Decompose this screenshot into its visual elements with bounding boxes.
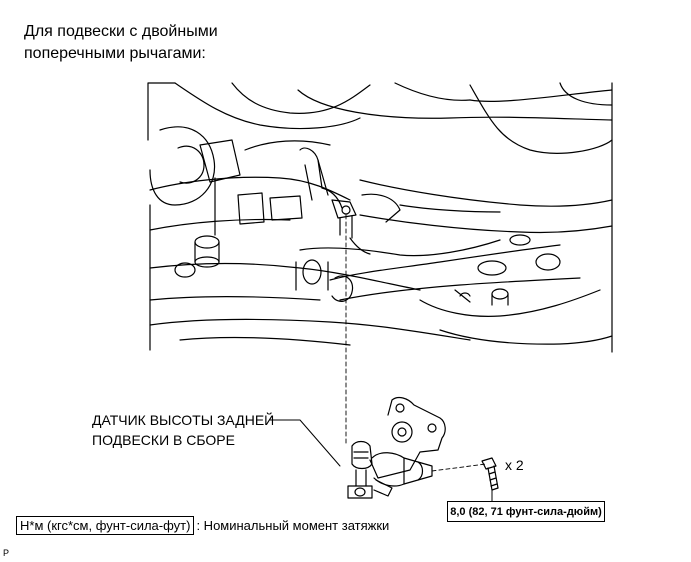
sensor-callout-label: ДАТЧИК ВЫСОТЫ ЗАДНЕЙ ПОДВЕСКИ В СБОРЕ — [92, 410, 274, 450]
installed-sensor-link — [299, 147, 471, 303]
torque-legend: Н*м (кгс*см, фунт-сила-фут) : Номинальны… — [16, 516, 389, 535]
sensor-label-leader — [269, 419, 341, 467]
bolt-leader — [431, 463, 487, 472]
sensor-label-line-1: ДАТЧИК ВЫСОТЫ ЗАДНЕЙ — [92, 412, 275, 428]
sensor-label-line-2: ПОДВЕСКИ В СБОРЕ — [92, 432, 235, 448]
mount-bushings — [174, 234, 561, 306]
title-line-2: поперечными рычагами: — [24, 45, 206, 62]
cross-member — [149, 176, 613, 236]
reference-code: P — [3, 548, 10, 558]
vehicle-frame — [147, 82, 613, 353]
bolt-quantity: x 2 — [505, 457, 524, 473]
title-line-1: Для подвески с двойными — [24, 23, 218, 40]
page-title: Для подвески с двойными поперечными рыча… — [24, 21, 218, 65]
legend-unit-box: Н*м (кгс*см, фунт-сила-фут) — [16, 516, 195, 535]
height-sensor-assembly — [347, 396, 446, 499]
legend-description: : Номинальный момент затяжки — [196, 518, 390, 533]
bolt-icon — [481, 457, 499, 491]
torque-spec-box: 8,0 (82, 71 фунт-сила-дюйм) — [447, 501, 605, 522]
lower-arm — [149, 239, 613, 346]
